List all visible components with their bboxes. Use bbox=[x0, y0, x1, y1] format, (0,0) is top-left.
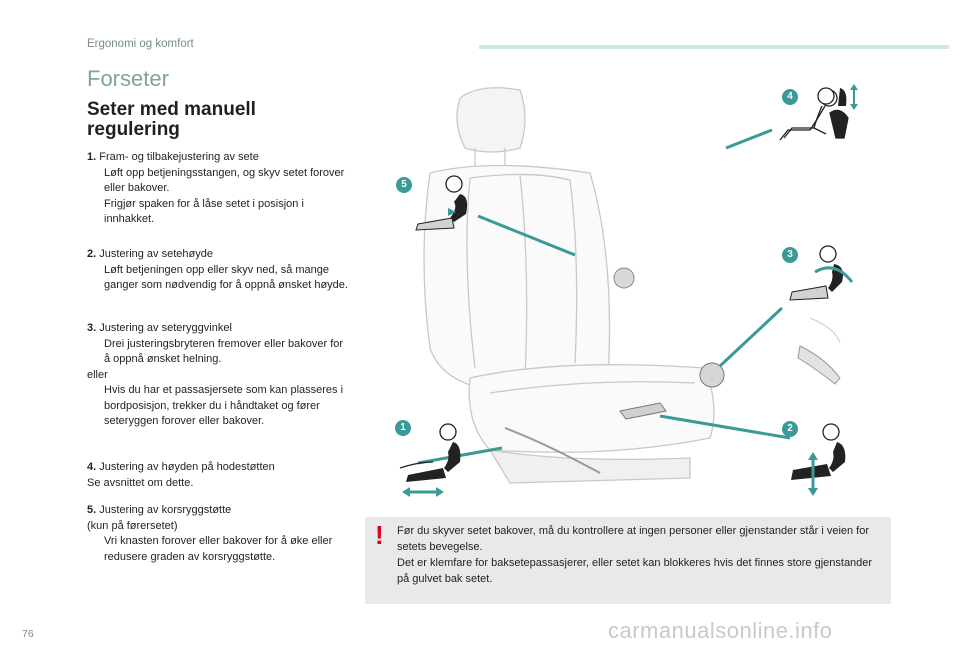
headrest-height-icon bbox=[783, 84, 858, 139]
seat-recline-icon bbox=[789, 245, 854, 301]
recline-dial-shape bbox=[699, 362, 725, 388]
item-number: 4. bbox=[87, 461, 97, 473]
seat-illustration bbox=[417, 87, 849, 484]
height-lever-shape bbox=[619, 402, 667, 420]
instruction-2: 2. Justering av setehøyde Løft betjening… bbox=[87, 247, 349, 294]
item-bullet: Drei justeringsbryteren fremover eller b… bbox=[104, 337, 344, 366]
warning-mark: ! bbox=[375, 520, 384, 550]
callout-4: 4 bbox=[782, 89, 798, 105]
warning-icon: ! bbox=[375, 520, 384, 550]
item-heading: Justering av korsryggstøtte bbox=[96, 504, 232, 516]
callout-2: 2 bbox=[782, 421, 798, 437]
seat-slide-icon bbox=[399, 423, 461, 497]
warning-text: Før du skyver setet bakover, må du kontr… bbox=[397, 523, 885, 587]
instruction-5: 5. Justering av korsryggstøtte (kun på f… bbox=[87, 503, 349, 565]
item-heading: Justering av høyden på hodestøtten bbox=[96, 461, 275, 473]
item-bullet: Løft opp betjeningsstangen, og skyv sete… bbox=[104, 166, 345, 195]
warning-note: ! Før du skyver setet bakover, må du kon… bbox=[365, 517, 891, 604]
item-number: 5. bbox=[87, 504, 97, 516]
item-bullet: Løft betjeningen opp eller skyv ned, så … bbox=[104, 263, 348, 292]
item-heading: Justering av seteryggvinkel bbox=[96, 322, 232, 334]
headrest-shape bbox=[456, 87, 526, 153]
item-number: 1. bbox=[87, 151, 97, 163]
section-header: Ergonomi og komfort bbox=[87, 38, 194, 50]
callout-3: 3 bbox=[782, 247, 798, 263]
warning-line-2: Det er klemfare for baksetepassasjerer, … bbox=[397, 557, 873, 585]
page-number: 76 bbox=[22, 628, 34, 640]
item-or: eller bbox=[87, 368, 108, 381]
callout-1: 1 bbox=[395, 420, 411, 436]
instruction-1: 1. Fram- og tilbakejustering av sete Løf… bbox=[87, 150, 349, 228]
instruction-3: 3. Justering av seteryggvinkel Drei just… bbox=[87, 321, 349, 430]
warning-line-1: Før du skyver setet bakover, må du kontr… bbox=[397, 525, 870, 553]
item-number: 3. bbox=[87, 322, 97, 334]
lumbar-support-icon bbox=[415, 175, 468, 231]
item-number: 2. bbox=[87, 248, 97, 260]
lumbar-knob-shape bbox=[613, 267, 635, 289]
watermark: carmanualsonline.info bbox=[608, 618, 833, 643]
item-heading: Fram- og tilbakejustering av sete bbox=[96, 151, 259, 163]
item-bullet: Hvis du har et passasjersete som kan pla… bbox=[104, 384, 344, 427]
item-heading: Justering av setehøyde bbox=[96, 248, 213, 260]
item-line: (kun på førersetet) bbox=[87, 519, 178, 532]
page-title: Forseter bbox=[87, 66, 169, 91]
seat-height-icon bbox=[791, 423, 846, 496]
page-subtitle: Seter med manuell regulering bbox=[87, 99, 256, 140]
callout-5: 5 bbox=[396, 177, 412, 193]
instruction-4: 4. Justering av høyden på hodestøtten Se… bbox=[87, 460, 349, 491]
item-bullet: Vri knasten forover eller bakover for å … bbox=[104, 535, 333, 563]
item-bullet: Frigjør spaken for å låse setet i posisj… bbox=[104, 197, 304, 226]
item-line: Se avsnittet om dette. bbox=[87, 476, 194, 489]
header-divider bbox=[479, 45, 949, 49]
